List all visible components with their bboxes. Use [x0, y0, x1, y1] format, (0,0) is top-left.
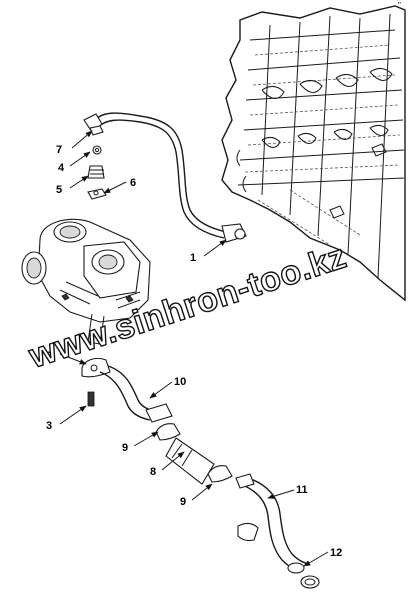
leader-6: [103, 181, 127, 194]
leader-5: [69, 175, 89, 189]
oil-drain-tube: [81, 357, 173, 423]
oil-supply-line: [83, 112, 247, 243]
leader-10: [149, 381, 173, 399]
callout-5: 5: [56, 184, 62, 196]
leader-9a: [133, 431, 159, 447]
callout-9a: 9: [122, 442, 128, 454]
callout-8: 8: [150, 466, 156, 478]
callout-3: 3: [46, 420, 52, 432]
leader-1: [203, 239, 227, 257]
callout-7: 7: [56, 144, 62, 156]
hose-with-clamps: [155, 423, 233, 485]
callout-labels: 7 4 5 6 1 2 3 10 9 8 9 11 12 ": [46, 1, 401, 559]
callout-4: 4: [58, 162, 65, 174]
leader-9b: [191, 483, 213, 501]
leader-3: [59, 405, 87, 425]
callout-11: 11: [296, 484, 308, 496]
callout-10: 10: [174, 376, 186, 388]
fittings-stack: [87, 125, 107, 200]
leader-4: [69, 151, 91, 167]
callout-9b: 9: [180, 496, 186, 508]
leader-2: [59, 353, 87, 365]
callout-12: 12: [330, 547, 342, 559]
engine-block: [221, 5, 406, 302]
leader-7: [71, 130, 93, 149]
leader-11: [267, 489, 295, 499]
leader-8: [161, 451, 185, 471]
callout-2: 2: [46, 350, 52, 362]
leader-12: [303, 551, 329, 567]
corner-mark: ": [398, 1, 401, 10]
lower-tube-and-seals: [235, 473, 320, 589]
leader-lines: [59, 130, 329, 567]
callout-1: 1: [190, 252, 196, 264]
callout-6: 6: [130, 177, 136, 189]
turbocharger: [21, 218, 151, 345]
